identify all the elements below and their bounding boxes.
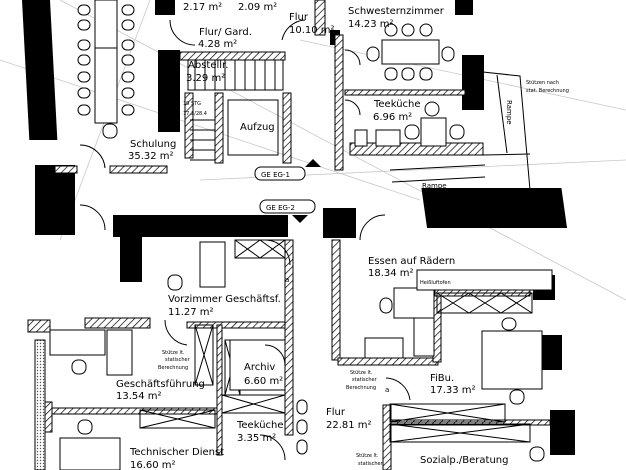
room-name: Flur — [289, 12, 309, 23]
note-line: Stütze lt. — [162, 350, 185, 356]
room-area: 16.60 m² — [130, 460, 176, 470]
marker-label: GE EG-2 — [266, 204, 295, 212]
triangle-up-icon — [305, 159, 321, 167]
oven-label: Heißluftofen — [420, 280, 451, 286]
marker-ge-eg-2[interactable]: GE EG-2 — [259, 199, 316, 223]
room-name: Teeküche — [236, 420, 284, 431]
cabinets — [139, 239, 533, 443]
room-area: 4.28 m² — [198, 39, 237, 50]
room-labels: 2.17 m² 2.09 m² Flur/ Gard. 4.28 m² Flur… — [116, 0, 509, 470]
room-name: Essen auf Rädern — [368, 256, 455, 267]
room-area: 14.23 m² — [348, 19, 394, 30]
ramp: Rampe Rampe — [389, 71, 531, 191]
room-name: Geschäftsführung — [116, 379, 205, 390]
note-line: Berechnung — [158, 365, 188, 371]
stairs-ratio: 17.2/28.4 — [183, 111, 207, 117]
triangle-down-icon — [292, 215, 308, 223]
room-area: 3.29 m² — [186, 73, 225, 84]
ramp-label: Rampe — [422, 182, 447, 190]
guide-lines — [0, 0, 626, 301]
stairs-steps: 19 STG — [183, 101, 201, 107]
room-name: Flur — [326, 407, 346, 418]
room-name: Flur/ Gard. — [199, 27, 252, 38]
room-name: Schwesternzimmer — [348, 6, 445, 17]
room-area: 10.10 m² — [289, 25, 335, 36]
room-name: Teeküche — [373, 99, 421, 110]
note-line: statischer — [358, 461, 384, 467]
room-area: 11.27 m² — [168, 307, 214, 318]
ramp-label-vertical: Rampe — [505, 100, 513, 125]
room-area: 2.09 m² — [238, 2, 277, 13]
room-name: FiBu. — [430, 373, 454, 384]
room-name: Aufzug — [240, 122, 275, 133]
door-mark: a — [285, 276, 289, 284]
room-name: Schulung — [130, 139, 176, 150]
marker-label: GE EG-1 — [261, 171, 290, 179]
note-line: Stütze lt. — [350, 370, 373, 376]
structural-notes: Stützen nach stat. Berechnung Stütze lt.… — [158, 80, 569, 467]
note-line: Stütze lt. — [356, 453, 379, 459]
room-area: 3.35 m² — [237, 433, 276, 444]
room-area: 18.34 m² — [368, 268, 414, 279]
room-area: 6.60 m² — [244, 376, 283, 387]
room-name: Archiv — [244, 362, 275, 373]
room-name: Abstellr. — [188, 60, 228, 71]
room-area: 2.17 m² — [183, 2, 222, 13]
doors — [79, 19, 411, 461]
room-name: Sozialp./Beratung — [420, 455, 509, 466]
marker-ge-eg-1[interactable]: GE EG-1 — [254, 159, 321, 181]
room-area: 6.96 m² — [373, 112, 412, 123]
note-line: stat. Berechnung — [526, 88, 569, 94]
door-mark: a — [385, 386, 389, 394]
room-area: 17.33 m² — [430, 385, 476, 396]
note-line: Stützen nach — [526, 80, 559, 86]
note-line: statischer — [352, 377, 378, 383]
note-line: statischer — [165, 357, 191, 363]
note-line: Berechnung — [346, 385, 376, 391]
room-area: 13.54 m² — [116, 391, 162, 402]
chairs-schulung — [77, 4, 135, 139]
room-area: 35.32 m² — [128, 151, 174, 162]
room-area: 22.81 m² — [326, 420, 372, 431]
room-name: Vorzimmer Geschäftsf. — [168, 294, 281, 305]
room-name: Technischer Dienst — [129, 447, 224, 458]
furniture — [34, 0, 553, 470]
